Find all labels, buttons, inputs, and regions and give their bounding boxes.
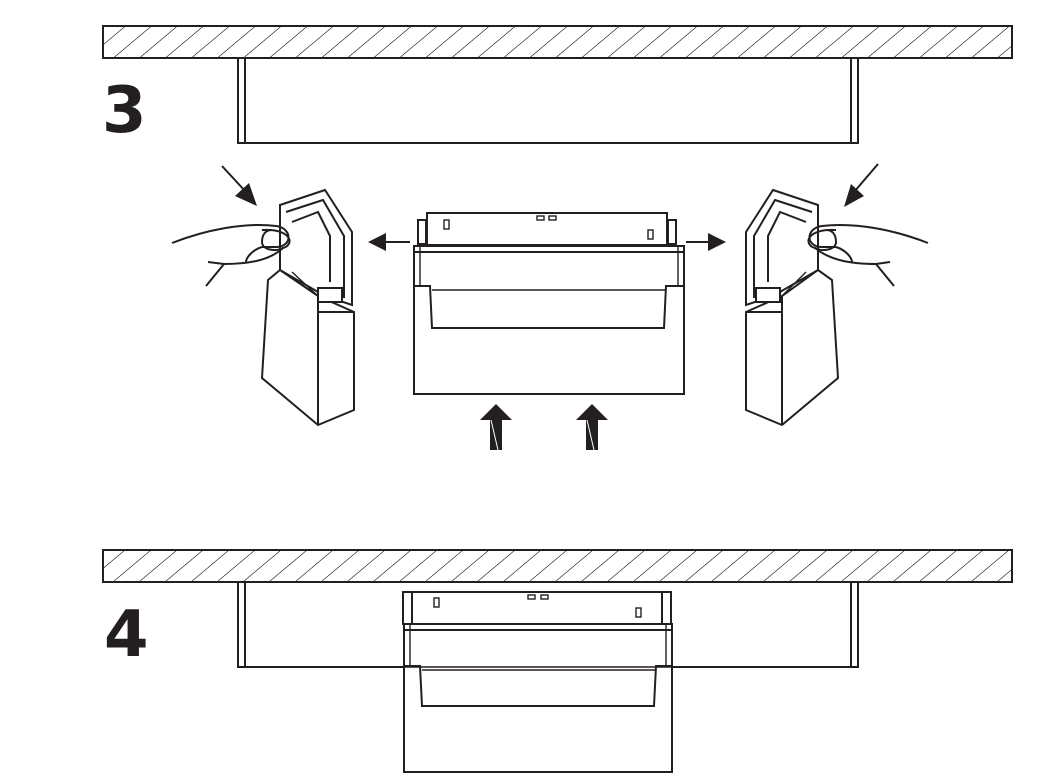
driver-module: [413, 212, 685, 395]
step-3: 3: [102, 25, 1013, 451]
step-4: 4: [102, 549, 1013, 773]
arrow-left-icon: [368, 233, 410, 251]
screw-hole-icon: [647, 229, 654, 240]
step-number-4: 4: [104, 598, 149, 672]
screw-hole-icon: [443, 219, 450, 230]
arrow-up-icon: [480, 404, 512, 451]
ceiling-3: [102, 25, 1013, 59]
mounting-channel-3: [237, 58, 859, 144]
hand-right-icon: [807, 223, 929, 287]
arrow-down-left-icon: [844, 163, 879, 207]
hand-left-icon: [171, 223, 291, 287]
arrow-down-right-icon: [221, 165, 257, 206]
step-number-3: 3: [102, 74, 147, 148]
arrow-right-icon: [686, 233, 726, 251]
installed-module: [238, 591, 858, 773]
end-cap-right: [745, 188, 840, 427]
end-cap-left: [260, 188, 355, 427]
ceiling-4: [102, 549, 1013, 583]
arrow-up-icon: [576, 404, 608, 451]
